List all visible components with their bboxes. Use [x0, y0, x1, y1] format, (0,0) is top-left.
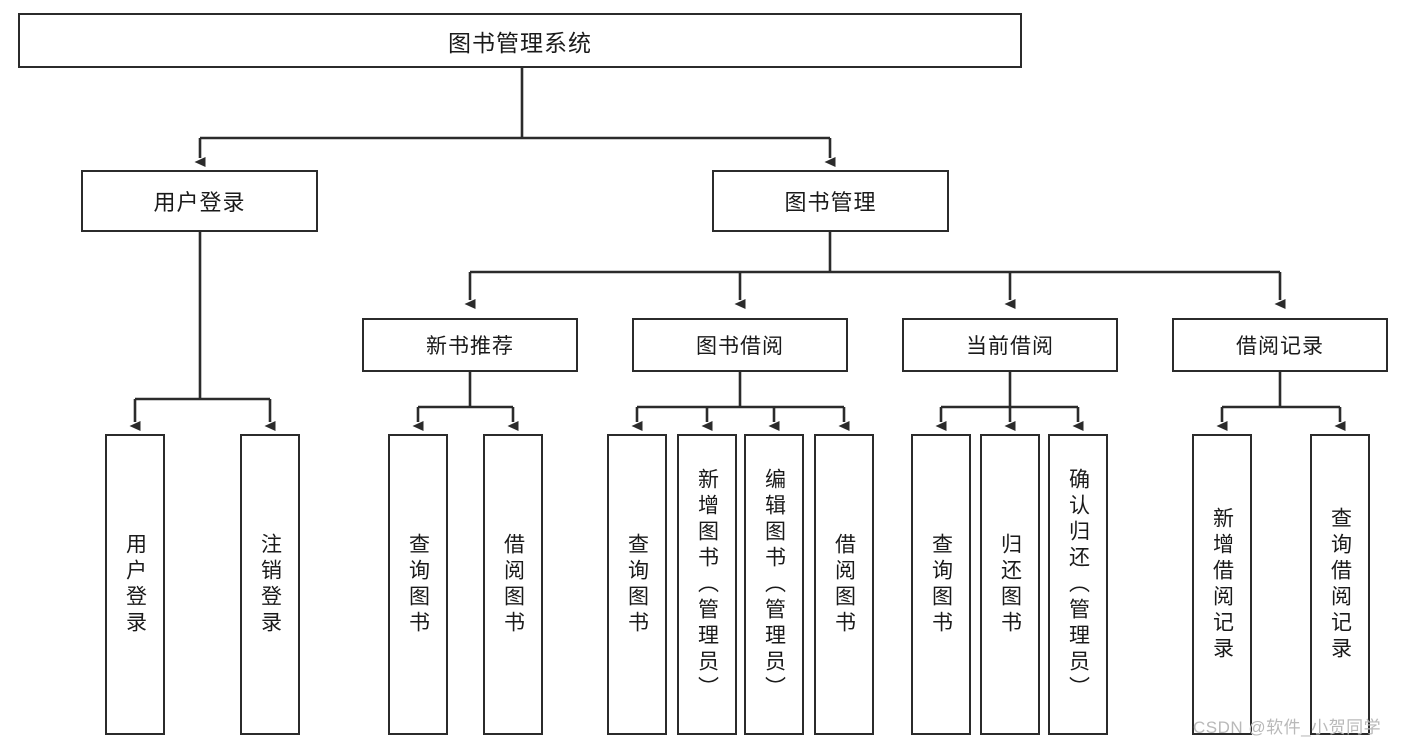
node-book-manage[interactable]: 图书管理 — [712, 170, 949, 232]
node-root-label: 图书管理系统 — [448, 29, 592, 56]
node-root[interactable]: 图书管理系统 — [18, 13, 1022, 68]
leaf-label: 借阅图书 — [832, 532, 856, 637]
leaf-current-borrow-return[interactable]: 归还图书 — [980, 434, 1040, 735]
leaf-label: 查询图书 — [406, 532, 430, 637]
node-user-login-label: 用户登录 — [153, 190, 246, 215]
leaf-book-borrow-query[interactable]: 查询图书 — [607, 434, 667, 735]
leaf-label: 注销登录 — [258, 532, 282, 637]
leaf-new-book-query[interactable]: 查询图书 — [388, 434, 448, 735]
node-user-login[interactable]: 用户登录 — [81, 170, 318, 232]
leaf-new-book-borrow[interactable]: 借阅图书 — [483, 434, 543, 735]
node-book-borrow-label: 图书借阅 — [696, 335, 784, 358]
leaf-label: 用户登录 — [123, 532, 147, 637]
node-current-borrow-label: 当前借阅 — [966, 335, 1054, 358]
leaf-label: 编辑图书（管理员） — [762, 467, 786, 702]
node-new-book-recommend[interactable]: 新书推荐 — [362, 318, 578, 372]
leaf-user-login-login[interactable]: 用户登录 — [105, 434, 165, 735]
leaf-label: 查询图书 — [625, 532, 649, 637]
leaf-label: 归还图书 — [998, 532, 1022, 637]
leaf-user-login-logout[interactable]: 注销登录 — [240, 434, 300, 735]
leaf-label: 查询借阅记录 — [1328, 506, 1352, 663]
node-new-book-recommend-label: 新书推荐 — [426, 335, 514, 358]
leaf-label: 新增图书（管理员） — [695, 467, 719, 702]
leaf-borrow-record-add[interactable]: 新增借阅记录 — [1192, 434, 1252, 735]
node-borrow-record-label: 借阅记录 — [1236, 335, 1324, 358]
leaf-label: 确认归还（管理员） — [1066, 467, 1090, 702]
leaf-book-borrow-borrow[interactable]: 借阅图书 — [814, 434, 874, 735]
leaf-borrow-record-query[interactable]: 查询借阅记录 — [1310, 434, 1370, 735]
leaf-label: 新增借阅记录 — [1210, 506, 1234, 663]
leaf-label: 借阅图书 — [501, 532, 525, 637]
node-borrow-record[interactable]: 借阅记录 — [1172, 318, 1388, 372]
leaf-book-borrow-edit[interactable]: 编辑图书（管理员） — [744, 434, 804, 735]
node-book-borrow[interactable]: 图书借阅 — [632, 318, 848, 372]
leaf-label: 查询图书 — [929, 532, 953, 637]
node-current-borrow[interactable]: 当前借阅 — [902, 318, 1118, 372]
leaf-current-borrow-confirm-return[interactable]: 确认归还（管理员） — [1048, 434, 1108, 735]
leaf-book-borrow-add[interactable]: 新增图书（管理员） — [677, 434, 737, 735]
node-book-manage-label: 图书管理 — [784, 190, 877, 215]
watermark-csdn: CSDN @软件_小贺同学 — [1193, 718, 1382, 737]
leaf-current-borrow-query[interactable]: 查询图书 — [911, 434, 971, 735]
